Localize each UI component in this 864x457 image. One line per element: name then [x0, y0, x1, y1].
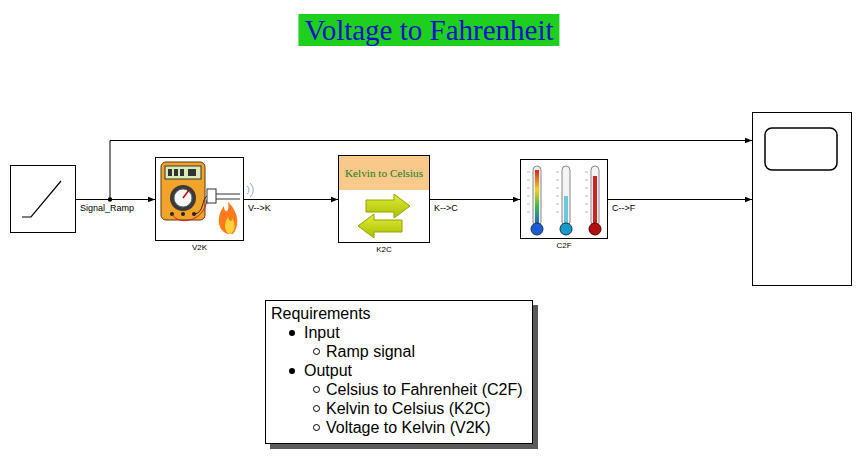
requirement-item: Celsius to Fahrenheit (C2F) [326, 380, 523, 399]
requirement-line: Celsius to Fahrenheit (C2F) [271, 380, 524, 399]
requirement-line: Input [271, 323, 524, 342]
ramp-symbol [22, 181, 61, 217]
bullet-circle [313, 405, 320, 412]
block-name: V2K [192, 243, 207, 253]
scope-block [752, 112, 852, 286]
signal-line [76, 141, 752, 200]
requirement-line: Ramp signal [271, 342, 524, 361]
multimeter-icon [161, 162, 253, 234]
requirement-item: Output [304, 361, 352, 380]
requirements-note: RequirementsInputRamp signalOutputCelsiu… [265, 300, 533, 444]
block-name: C2F [556, 241, 571, 251]
requirement-line: Voltage to Kelvin (V2K) [271, 418, 524, 437]
thermometers [527, 166, 601, 235]
branch-point [108, 197, 112, 201]
signal-line [430, 199, 520, 200]
c2f-block: C2F [520, 159, 608, 239]
signal-name: C-->F [611, 203, 636, 214]
ramp-block [10, 165, 76, 233]
scope-screen [765, 128, 837, 170]
requirement-item: Input [304, 323, 340, 342]
requirement-line: Requirements [271, 304, 524, 323]
v2k-block: V2K [155, 157, 244, 241]
exchange-arrows [358, 194, 410, 238]
bullet-circle [313, 348, 320, 355]
signal-name: K-->C [433, 203, 459, 214]
bullet-disc [289, 368, 295, 374]
bullet-disc [289, 330, 295, 336]
requirement-item: Voltage to Kelvin (V2K) [326, 418, 491, 437]
bullet-circle [313, 424, 320, 431]
requirement-item: Kelvin to Celsius (K2C) [326, 399, 491, 418]
title-banner: Voltage to Fahrenheit [298, 14, 559, 46]
signal-name: V-->K [247, 203, 272, 214]
block-banner-text: Kelvin to Celsius [339, 156, 429, 190]
signal-name: Signal_Ramp [79, 203, 135, 214]
k2c-block: Kelvin to CelsiusK2C [338, 155, 430, 243]
signal-line [608, 199, 752, 200]
block-name: K2C [376, 245, 392, 255]
requirement-line: Output [271, 361, 524, 380]
signal-line [244, 199, 338, 200]
note-heading: Requirements [271, 304, 371, 323]
requirement-line: Kelvin to Celsius (K2C) [271, 399, 524, 418]
bullet-circle [313, 386, 320, 393]
requirement-item: Ramp signal [326, 342, 415, 361]
